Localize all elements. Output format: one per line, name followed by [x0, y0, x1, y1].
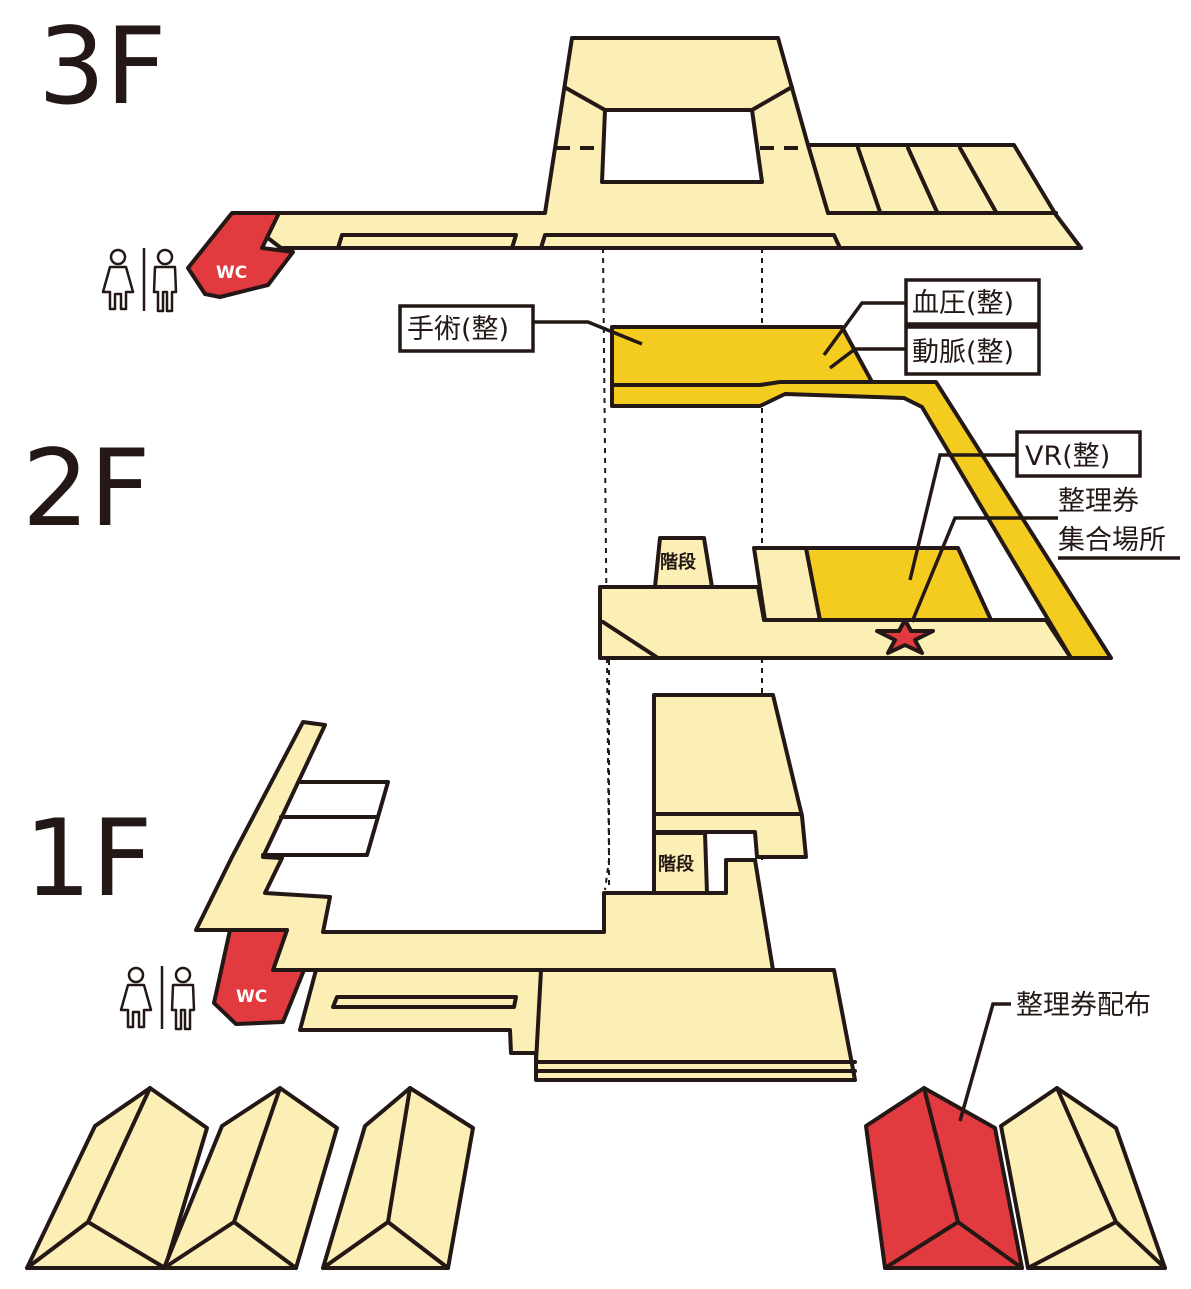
tent-ticket-distribution	[864, 1086, 1024, 1270]
restroom-icon	[101, 248, 178, 313]
stairs-2f	[653, 536, 714, 589]
stairs-1f	[652, 831, 709, 895]
floor-label-3f: 3F	[38, 5, 166, 128]
surgery-label-box	[398, 304, 535, 353]
restroom-3f	[186, 211, 295, 299]
restroom-1f-label: WC	[236, 987, 267, 1007]
restroom-1f	[212, 928, 306, 1026]
ticket-distribution-label: 整理券配布	[1016, 990, 1151, 1021]
tent-1	[25, 1086, 209, 1270]
floor-1f: 1F 階段 WC	[24, 693, 857, 1082]
restroom-3f-label: WC	[216, 263, 247, 283]
stairs-2f-label: 階段	[660, 551, 697, 573]
meeting-place-label-line2: 集合場所	[1058, 525, 1166, 556]
surgery-area	[610, 325, 1113, 660]
floor-2f: 2F 階段	[22, 325, 1113, 660]
stairs-1f-label: 階段	[658, 853, 695, 875]
restroom-icon	[119, 966, 196, 1031]
atrium-3f	[600, 108, 764, 184]
tent-2	[162, 1086, 339, 1270]
vr-label-box	[1015, 430, 1142, 478]
tent-5	[999, 1086, 1167, 1270]
floor-3f: 3F WC	[38, 5, 1083, 313]
surgery-label: 手術(整)	[407, 314, 509, 345]
map-labels: 手術(整) 血圧(整) 動脈(整) VR(整) 整理券 集合場所 整理券配布	[398, 278, 1180, 1122]
vr-label: VR(整)	[1025, 441, 1110, 472]
floor-label-1f: 1F	[24, 797, 152, 920]
tent-3	[321, 1086, 475, 1270]
floor-label-2f: 2F	[22, 427, 150, 550]
vr-room	[804, 546, 993, 622]
star-icon	[875, 618, 935, 655]
blood-pressure-label: 血圧(整)	[912, 288, 1014, 319]
meeting-place-label-line1: 整理券	[1058, 486, 1139, 517]
artery-label-box	[904, 325, 1041, 376]
blood-pressure-label-box	[904, 278, 1041, 326]
tents	[25, 1086, 1167, 1270]
artery-label: 動脈(整)	[912, 337, 1014, 368]
